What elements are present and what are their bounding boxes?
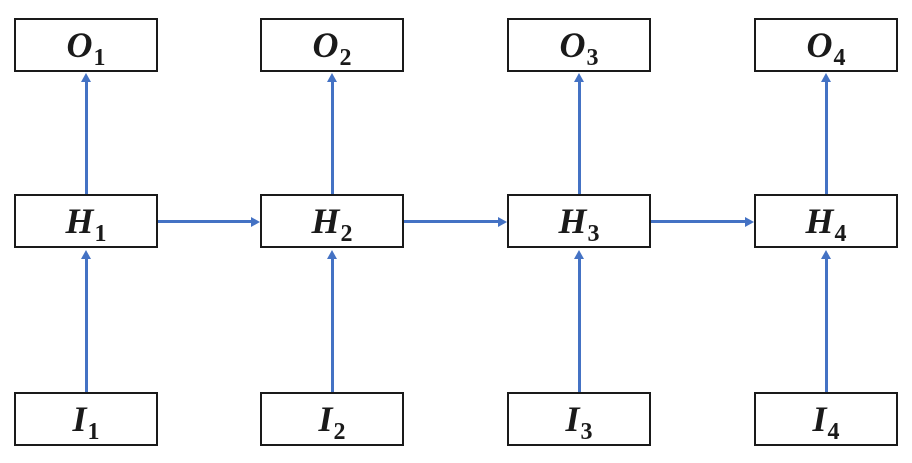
node-subscript: 4	[833, 45, 846, 72]
arrow-I2-H2	[327, 250, 337, 392]
arrow-H2-O2	[327, 73, 337, 194]
node-H2: H2	[260, 194, 404, 248]
node-H1: H1	[14, 194, 158, 248]
node-I4-label: I4	[812, 399, 839, 444]
arrow-H3-H4	[651, 216, 754, 227]
node-letter: I	[812, 399, 827, 439]
node-letter: O	[559, 25, 586, 65]
node-O3-label: O3	[559, 25, 599, 70]
node-H2-label: H2	[311, 201, 352, 246]
node-H3: H3	[507, 194, 651, 248]
node-H1-label: H1	[65, 201, 106, 246]
node-I1-label: I1	[72, 399, 99, 444]
arrow-I3-H3	[574, 250, 584, 392]
node-letter: H	[805, 201, 834, 241]
node-letter: I	[565, 399, 580, 439]
arrow-H4-O4	[821, 73, 831, 194]
node-subscript: 1	[87, 419, 100, 446]
node-letter: H	[558, 201, 587, 241]
node-letter: I	[72, 399, 87, 439]
node-H4: H4	[754, 194, 898, 248]
node-O4: O4	[754, 18, 898, 72]
node-letter: O	[66, 25, 93, 65]
node-subscript: 3	[587, 221, 600, 248]
node-subscript: 4	[827, 419, 840, 446]
node-letter: H	[311, 201, 340, 241]
node-letter: O	[806, 25, 833, 65]
node-letter: I	[318, 399, 333, 439]
node-I3: I3	[507, 392, 651, 446]
node-O3: O3	[507, 18, 651, 72]
node-H4-label: H4	[805, 201, 846, 246]
node-I1: I1	[14, 392, 158, 446]
node-O1: O1	[14, 18, 158, 72]
node-I3-label: I3	[565, 399, 592, 444]
node-subscript: 4	[834, 221, 847, 248]
arrow-H1-H2	[158, 216, 260, 227]
node-subscript: 2	[333, 419, 346, 446]
node-O2-label: O2	[312, 25, 352, 70]
node-subscript: 2	[339, 45, 352, 72]
node-letter: H	[65, 201, 94, 241]
arrow-H1-O1	[81, 73, 91, 194]
node-O2: O2	[260, 18, 404, 72]
node-O4-label: O4	[806, 25, 846, 70]
node-H3-label: H3	[558, 201, 599, 246]
node-subscript: 3	[580, 419, 593, 446]
node-I4: I4	[754, 392, 898, 446]
node-I2: I2	[260, 392, 404, 446]
arrow-H3-O3	[574, 73, 584, 194]
node-I2-label: I2	[318, 399, 345, 444]
node-subscript: 1	[93, 45, 106, 72]
node-letter: O	[312, 25, 339, 65]
node-O1-label: O1	[66, 25, 106, 70]
node-subscript: 2	[340, 221, 353, 248]
arrow-H2-H3	[404, 216, 507, 227]
arrow-I1-H1	[81, 250, 91, 392]
arrow-I4-H4	[821, 250, 831, 392]
node-subscript: 1	[94, 221, 107, 248]
node-subscript: 3	[586, 45, 599, 72]
